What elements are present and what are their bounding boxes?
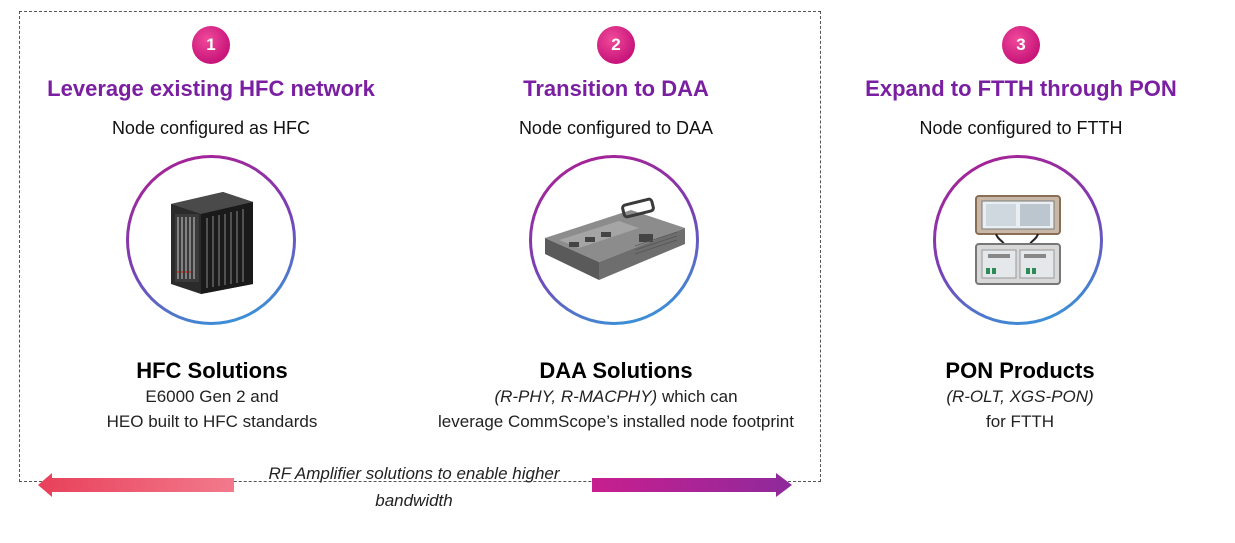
- step-2-title: Transition to DAA: [523, 76, 709, 101]
- daa-solutions-title: DAA Solutions: [539, 358, 693, 383]
- daa-solutions-products: (R-PHY, R-MACPHY): [494, 387, 658, 406]
- rf-amplifier-line-1: RF Amplifier solutions to enable higher: [268, 464, 560, 483]
- hfc-solutions-line-1: E6000 Gen 2 and: [145, 387, 279, 406]
- hfc-solutions-title: HFC Solutions: [136, 358, 288, 383]
- pon-products-line-2: for FTTH: [986, 412, 1054, 431]
- pon-image-ring: [933, 155, 1103, 325]
- step-2-badge: 2: [597, 26, 635, 64]
- daa-solutions-line-1: (R-PHY, R-MACPHY) which can: [396, 384, 836, 409]
- hfc-chassis-icon: [171, 192, 253, 294]
- pon-products-block: PON Products (R-OLT, XGS-PON) for FTTH: [800, 358, 1235, 434]
- step-1-subtitle: Node configured as HFC: [111, 118, 311, 138]
- step-2-header: 2 Transition to DAA Node configured to D…: [411, 20, 821, 139]
- daa-image-ring: [529, 155, 699, 325]
- daa-module-icon: [545, 197, 685, 280]
- pon-products-models: (R-OLT, XGS-PON): [946, 387, 1094, 406]
- step-1-header: 1 Leverage existing HFC network Node con…: [6, 20, 416, 139]
- daa-solutions-line-1-rest: which can: [657, 387, 738, 406]
- step-2-subtitle: Node configured to DAA: [518, 118, 714, 138]
- right-arrow-icon: [592, 473, 792, 497]
- pon-products-line-1: (R-OLT, XGS-PON): [800, 384, 1235, 409]
- pon-node-icon: [975, 195, 1061, 285]
- rf-amplifier-line-2: bandwidth: [375, 491, 453, 510]
- daa-solutions-block: DAA Solutions (R-PHY, R-MACPHY) which ca…: [396, 358, 836, 434]
- left-arrow-icon: [38, 473, 234, 497]
- pon-products-title: PON Products: [945, 358, 1095, 383]
- hfc-solutions-block: HFC Solutions E6000 Gen 2 and HEO built …: [0, 358, 432, 434]
- hfc-image-ring: [126, 155, 296, 325]
- rf-amplifier-banner: RF Amplifier solutions to enable higher …: [238, 460, 590, 514]
- hfc-solutions-line-2: HEO built to HFC standards: [106, 412, 318, 431]
- step-1-badge: 1: [192, 26, 230, 64]
- dashed-group-frame: [19, 11, 821, 482]
- step-3-title: Expand to FTTH through PON: [865, 76, 1177, 101]
- daa-solutions-line-2: leverage CommScope’s installed node foot…: [438, 412, 794, 431]
- step-3-badge: 3: [1002, 26, 1040, 64]
- step-3-subtitle: Node configured to FTTH: [919, 118, 1123, 138]
- step-3-header: 3 Expand to FTTH through PON Node config…: [816, 20, 1226, 139]
- step-1-title: Leverage existing HFC network: [47, 76, 375, 101]
